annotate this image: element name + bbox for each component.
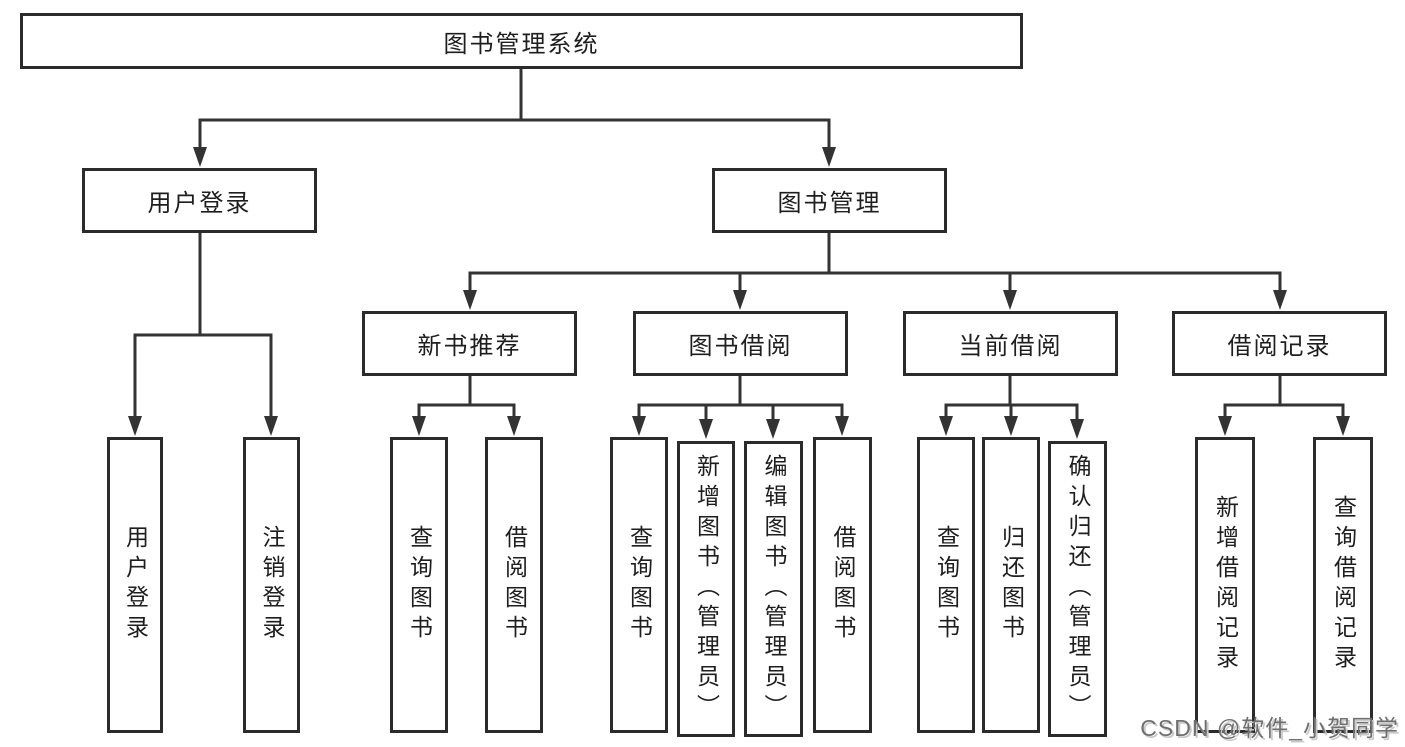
leaf-query-books-current: 查询图书 xyxy=(917,437,975,733)
arrowheads xyxy=(128,147,1350,439)
leaf-label: 新增图书（管理员） xyxy=(693,454,720,724)
leaf-query-books-borrow: 查询图书 xyxy=(610,437,668,733)
leaf-label: 借阅图书 xyxy=(501,525,528,645)
leaf-label: 注销登录 xyxy=(259,525,285,645)
leaf-add-book-admin: 新增图书（管理员） xyxy=(677,441,735,737)
csdn-watermark: CSDN @软件_小贺同学 xyxy=(1140,715,1399,741)
leaf-label: 查询图书 xyxy=(933,525,960,645)
node-new-book-recommend: 新书推荐 xyxy=(362,311,577,376)
leaf-label: 新增借阅记录 xyxy=(1212,495,1239,675)
leaf-borrow-books-recommend: 借阅图书 xyxy=(485,437,543,733)
node-book-borrow: 图书借阅 xyxy=(633,311,848,376)
leaf-label: 查询借阅记录 xyxy=(1330,495,1357,675)
node-current-borrow: 当前借阅 xyxy=(903,311,1118,376)
leaf-edit-book-admin: 编辑图书（管理员） xyxy=(744,441,803,737)
leaf-query-borrow-record: 查询借阅记录 xyxy=(1313,437,1373,733)
node-borrow-records: 借阅记录 xyxy=(1172,311,1387,376)
node-user-login-branch: 用户登录 xyxy=(82,168,317,233)
leaf-return-books: 归还图书 xyxy=(982,437,1040,733)
leaf-confirm-return-admin: 确认归还（管理员） xyxy=(1048,441,1107,737)
leaf-label: 借阅图书 xyxy=(830,525,856,645)
leaf-label: 查询图书 xyxy=(626,525,653,645)
leaf-label: 确认归还（管理员） xyxy=(1065,454,1091,724)
leaf-add-borrow-record: 新增借阅记录 xyxy=(1195,437,1255,733)
leaf-label: 编辑图书（管理员） xyxy=(761,454,787,724)
leaf-borrow-books: 借阅图书 xyxy=(813,437,872,733)
node-book-management-branch: 图书管理 xyxy=(712,168,947,233)
leaf-label: 归还图书 xyxy=(998,525,1025,645)
leaf-query-books-recommend: 查询图书 xyxy=(390,437,448,733)
leaf-label: 查询图书 xyxy=(406,525,433,645)
node-root: 图书管理系统 xyxy=(20,13,1023,69)
leaf-user-login: 用户登录 xyxy=(107,437,163,733)
leaf-logout: 注销登录 xyxy=(243,437,300,733)
leaf-label: 用户登录 xyxy=(122,525,149,645)
